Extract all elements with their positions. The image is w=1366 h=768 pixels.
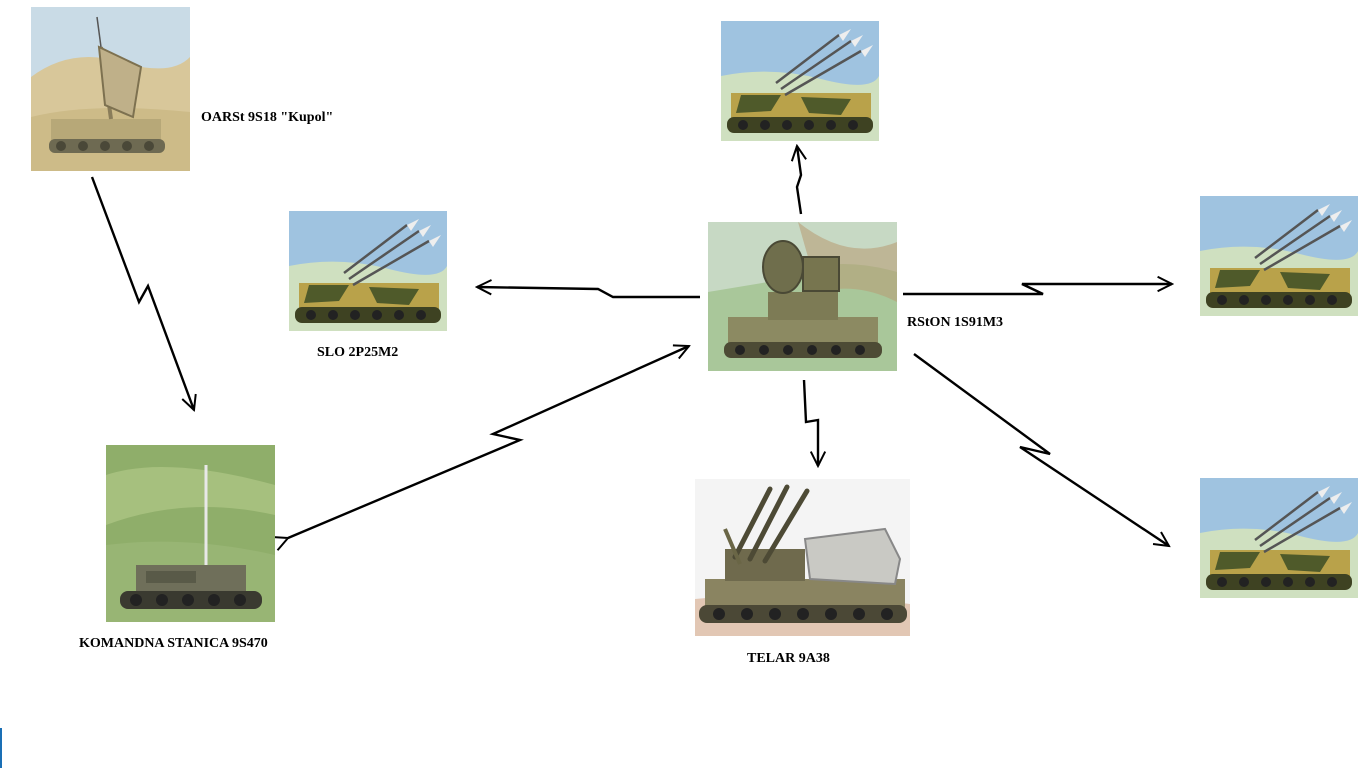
komandna-label: KOMANDNA STANICA 9S470 — [79, 636, 268, 651]
launcher-top-image — [721, 21, 879, 141]
telar-label: TELAR 9A38 — [747, 651, 830, 666]
arrow-rston-to-right-launcher — [903, 284, 1172, 296]
oarst-radar-image — [31, 7, 190, 171]
telar-image — [695, 479, 910, 636]
missile-launcher-icon — [289, 211, 447, 331]
radar-vehicle-icon — [708, 222, 897, 371]
missile-launcher-icon — [1200, 478, 1358, 598]
slo-label: SLO 2P25M2 — [317, 345, 399, 360]
arrow-rston-to-telar — [802, 379, 818, 466]
arrow-rston-to-bottom-right-launcher — [913, 353, 1169, 546]
arrow-rston-to-slo — [477, 287, 700, 299]
telar-launcher-icon — [695, 479, 910, 636]
komandna-image — [106, 445, 275, 622]
arrow-komandna-rston-bidirectional — [288, 346, 689, 538]
arrow-oarst-to-komandna — [90, 176, 194, 410]
command-vehicle-icon — [106, 445, 275, 622]
arrow-rston-to-top-launcher — [797, 146, 801, 215]
missile-launcher-icon — [1200, 196, 1358, 316]
left-edge-mark — [0, 728, 2, 768]
oarst-label: OARSt 9S18 "Kupol" — [201, 110, 334, 125]
rston-label: RStON 1S91M3 — [907, 315, 1004, 330]
launcher-right-image — [1200, 196, 1358, 316]
launcher-bottom-right-image — [1200, 478, 1358, 598]
slo-launcher-image — [289, 211, 447, 331]
missile-launcher-icon — [721, 21, 879, 141]
radar-vehicle-icon — [31, 7, 190, 171]
rston-radar-image — [708, 222, 897, 371]
